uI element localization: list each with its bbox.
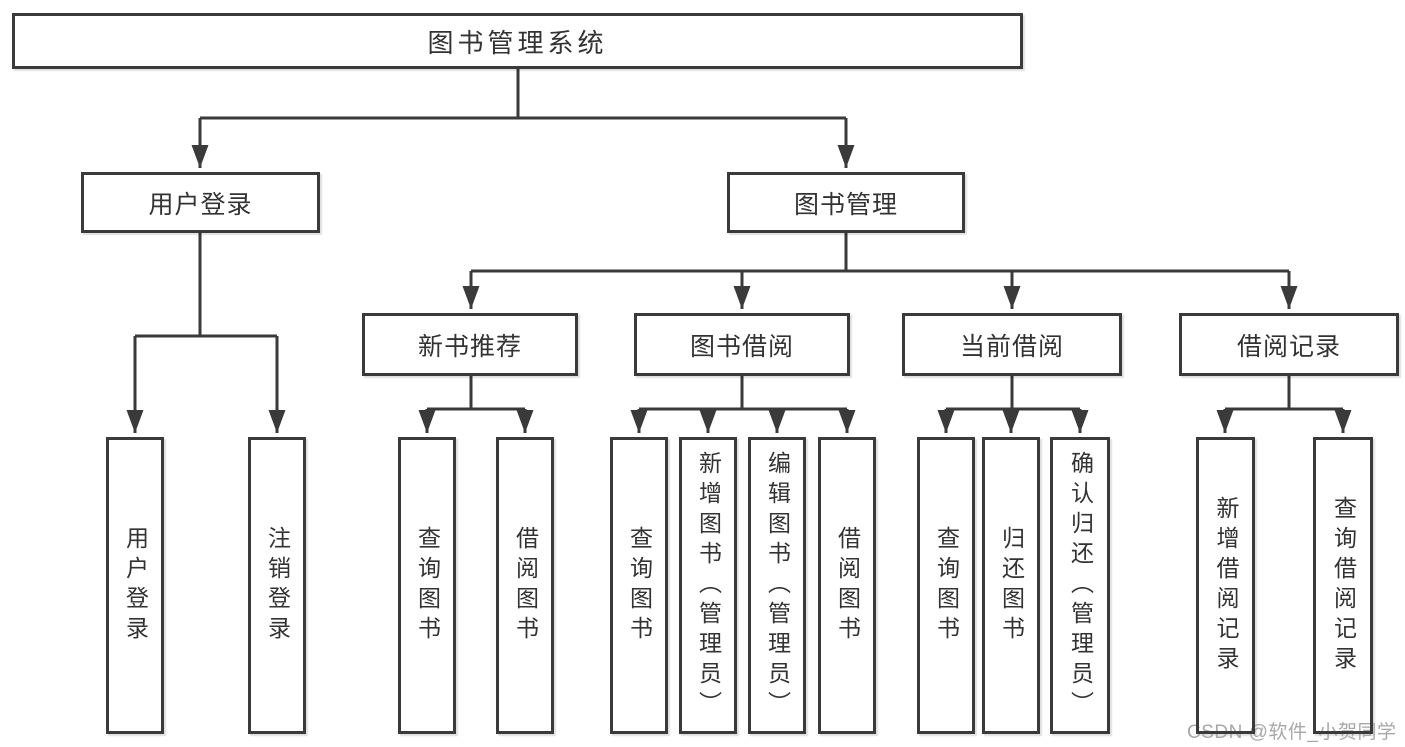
leaf-query-books-borrowing: 查询图书 [610,437,668,734]
leaf-borrow-books-recommend: 借阅图书 [496,437,554,734]
node-library-management-system: 图书管理系统 [12,13,1023,69]
leaf-confirm-return-admin: 确认归还（管理员） [1050,437,1110,734]
leaf-query-books-recommend: 查询图书 [398,437,456,734]
leaf-user-login: 用户登录 [106,437,164,734]
node-book-borrowing: 图书借阅 [634,313,850,376]
node-borrowing-records: 借阅记录 [1179,313,1399,376]
leaf-borrow-books-borrowing: 借阅图书 [818,437,876,734]
node-book-management: 图书管理 [727,172,965,233]
node-user-login: 用户登录 [81,172,320,233]
leaf-query-borrow-record: 查询借阅记录 [1313,437,1373,734]
node-new-book-recommend: 新书推荐 [362,313,578,376]
leaf-query-books-current: 查询图书 [917,437,975,734]
leaf-add-book-admin: 新增图书（管理员） [679,437,737,734]
leaf-logout-login: 注销登录 [248,437,306,734]
leaf-add-borrow-record: 新增借阅记录 [1196,437,1255,734]
leaf-return-books: 归还图书 [982,437,1040,734]
leaf-edit-book-admin: 编辑图书（管理员） [748,437,806,734]
node-current-borrowing: 当前借阅 [902,313,1122,376]
watermark: CSDN @软件_小贺同学 [1187,722,1397,743]
